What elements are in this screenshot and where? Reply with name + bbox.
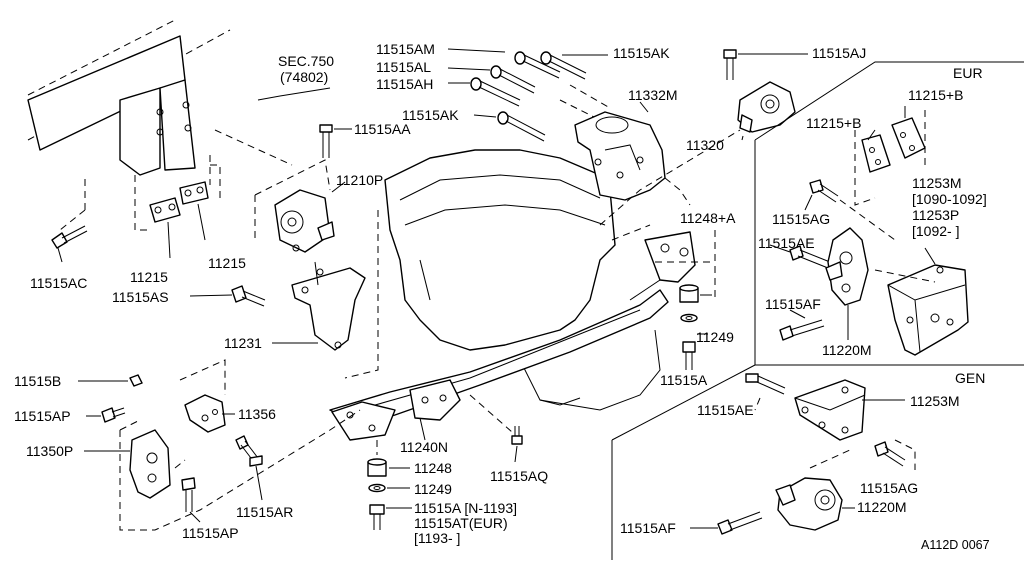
mount-11320 <box>599 81 796 226</box>
label-11515AL: 11515AL <box>376 59 431 75</box>
label-11515AG-gen: 11515AG <box>860 480 918 496</box>
bolt-11515AF-gen <box>690 511 763 535</box>
bolt-11515AQ <box>469 394 523 463</box>
label-11215B-b: 11215+B <box>908 87 963 103</box>
top-bolt-group <box>447 48 611 142</box>
label-11220M-eur: 11220M <box>822 342 872 358</box>
engine-mount-11210P <box>254 159 346 253</box>
bolt-11515AA <box>319 124 352 158</box>
label-11515AG-eur: 11515AG <box>772 211 830 227</box>
bracket-11332M <box>574 101 691 206</box>
label-11215B-a: 11215+B <box>806 115 861 131</box>
label-11253M-gen: 11253M <box>910 393 960 409</box>
label-11515AJ: 11515AJ <box>812 45 866 61</box>
rear-mount-group <box>78 359 361 531</box>
gen-section: GEN <box>611 364 985 560</box>
label-11249-upper: 11249 <box>696 329 734 345</box>
bolt-11515AK-top <box>540 51 608 80</box>
label-11350P: 11350P <box>26 443 73 459</box>
label-11320: 11320 <box>686 137 724 153</box>
sec-ref-line1: SEC.750 <box>278 53 334 69</box>
label-11515AM: 11515AM <box>376 41 435 57</box>
mount-11220M-gen <box>775 449 855 531</box>
bolt-11515AL <box>447 65 536 94</box>
label-11515A-lower: 11515A [N-1193] <box>414 500 517 516</box>
body-panel-drawing <box>27 19 293 231</box>
bolt-11515AH <box>448 77 521 107</box>
nut-11515B <box>78 374 143 387</box>
sec-750-reference: SEC.750 (74802) <box>257 53 334 101</box>
gen-heading: GEN <box>955 370 985 386</box>
label-11253M-eur-range: [1090-1092] <box>912 191 987 207</box>
bracket-11253M-gen <box>794 379 905 441</box>
label-11515B: 11515B <box>14 373 61 389</box>
label-11253P-range: [1092- ] <box>912 223 959 239</box>
bracket-11231 <box>272 210 379 379</box>
label-11515AQ: 11515AQ <box>490 468 548 484</box>
label-11515A-upper: 11515A <box>660 372 708 388</box>
label-11220M-gen: 11220M <box>857 499 907 515</box>
label-11248: 11248 <box>414 460 452 476</box>
bolt-11515AS <box>189 285 266 307</box>
spacer-11215-pair <box>134 164 221 259</box>
label-11515AP-b: 11515AP <box>182 525 239 541</box>
engine-block-outline <box>384 149 661 411</box>
bolt-11515AG-gen <box>874 439 916 470</box>
label-11515AE-eur: 11515AE <box>758 235 815 251</box>
label-11253M-eur: 11253M <box>912 175 962 191</box>
label-11253P: 11253P <box>912 207 959 223</box>
part-number-labels: 11515AM 11515AL 11515AH 11515AK 11515AK … <box>14 41 866 546</box>
label-11515AK-top: 11515AK <box>613 45 670 61</box>
bolt-11515AK-mid <box>473 111 546 142</box>
label-11249: 11249 <box>414 481 452 497</box>
eur-heading: EUR <box>953 65 983 81</box>
label-11515AH: 11515AH <box>376 76 433 92</box>
diagram-code: A112D 0067 <box>921 538 990 552</box>
bolt-11515AC <box>51 225 88 263</box>
label-11515AC: 11515AC <box>30 275 87 291</box>
bolt-11515AP-lower <box>181 477 201 523</box>
bolt-11515AP-upper <box>86 407 126 423</box>
eur-section: EUR <box>754 61 1024 366</box>
centre-member-11240N <box>329 224 715 441</box>
label-11515AT: 11515AT(EUR) <box>414 515 508 531</box>
sec-ref-line2: (74802) <box>280 69 328 85</box>
label-11215-b: 11215 <box>208 255 246 271</box>
label-11356: 11356 <box>238 406 276 422</box>
insulator-set-upper <box>679 230 716 370</box>
mount-11220M-eur <box>825 227 869 340</box>
bolt-11515AR <box>235 435 263 501</box>
bolt-11515AE-gen <box>745 373 786 411</box>
bracket-11253M-11253P <box>874 247 969 356</box>
label-11515AR: 11515AR <box>236 504 293 520</box>
bolt-11515AG-eur <box>804 179 896 241</box>
label-11515AS: 11515AS <box>112 289 169 305</box>
bolt-11515AM <box>447 48 561 79</box>
label-11515AF-eur: 11515AF <box>765 296 821 312</box>
label-11515AA: 11515AA <box>354 121 411 137</box>
spacer-11215B <box>854 106 926 206</box>
label-11515AF-gen: 11515AF <box>620 520 676 536</box>
bolt-11515AE-eur <box>769 244 831 269</box>
insulator-stack-lower <box>367 440 412 530</box>
label-11231: 11231 <box>224 335 262 351</box>
label-11515AT-range: [1193- ] <box>414 530 460 546</box>
label-11240N: 11240N <box>400 439 448 455</box>
mount-11350P <box>84 419 186 499</box>
label-11215-a: 11215 <box>130 269 168 285</box>
bolt-11515AF-eur <box>779 309 825 341</box>
label-11515AK-mid: 11515AK <box>402 107 459 123</box>
label-11515AP-a: 11515AP <box>14 408 71 424</box>
label-11248A: 11248+A <box>680 210 736 226</box>
bolt-11515AJ <box>723 49 808 80</box>
label-11515AE-gen: 11515AE <box>697 402 754 418</box>
label-11332M: 11332M <box>628 87 678 103</box>
label-11210P: 11210P <box>336 172 383 188</box>
bracket-11356 <box>179 359 235 433</box>
